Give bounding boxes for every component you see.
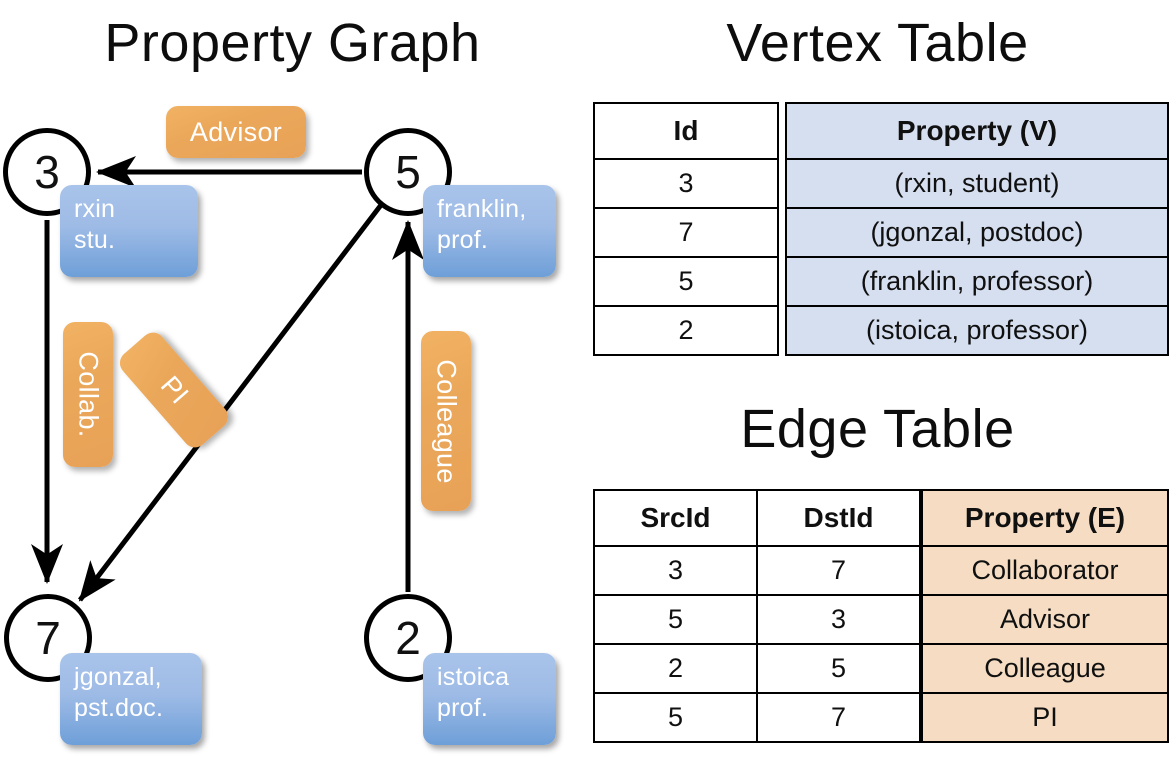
cell-dstid: 7 xyxy=(756,545,921,596)
edge-label-collab: Collab. xyxy=(63,322,113,467)
cell-dstid: 7 xyxy=(756,692,921,743)
vertex-table-id-column: Id 3 7 5 2 xyxy=(593,102,779,356)
table-row: 2 5 xyxy=(593,643,921,694)
table-header-row: Id xyxy=(593,102,779,160)
table-row: (istoica, professor) xyxy=(785,305,1169,356)
cell-id: 7 xyxy=(593,207,779,258)
vertex-property-line1: jgonzal, xyxy=(74,663,162,691)
column-header-id: Id xyxy=(593,102,779,160)
table-row: Colleague xyxy=(921,643,1169,694)
vertex-property-line2: prof. xyxy=(437,694,489,722)
vertex-property-line1: franklin, xyxy=(437,195,527,223)
edge-line-pi xyxy=(78,203,383,602)
page-title-edge-table: Edge Table xyxy=(740,399,1015,459)
table-row: (rxin, student) xyxy=(785,158,1169,209)
edge-table-property-column: Property (E) Collaborator Advisor Collea… xyxy=(921,489,1169,743)
edge-table-id-columns: SrcId DstId 3 7 5 3 2 5 5 7 xyxy=(593,489,921,743)
cell-srcid: 2 xyxy=(593,643,758,694)
cell-property: Colleague xyxy=(921,643,1169,694)
table-row: (franklin, professor) xyxy=(785,256,1169,307)
edge-label-pi-text: PI xyxy=(154,369,195,410)
edge-label-advisor: Advisor xyxy=(166,106,306,158)
graph-node-2[interactable]: 2 xyxy=(364,594,452,682)
table-row: 5 7 xyxy=(593,692,921,743)
table-row: 2 xyxy=(593,305,779,356)
vertex-property-bubble-7: jgonzal, pst.doc. xyxy=(60,653,202,745)
cell-srcid: 5 xyxy=(593,594,758,645)
page-title-vertex-table: Vertex Table xyxy=(726,13,1029,73)
cell-property: (rxin, student) xyxy=(785,158,1169,209)
vertex-property-line2: pst.doc. xyxy=(74,694,164,722)
edge-label-colleague: Colleague xyxy=(421,331,471,511)
table-row: 5 xyxy=(593,256,779,307)
cell-property: Advisor xyxy=(921,594,1169,645)
vertex-property-bubble-2: istoica prof. xyxy=(423,653,556,745)
table-row: 7 xyxy=(593,207,779,258)
cell-id: 3 xyxy=(593,158,779,209)
table-header-row: Property (V) xyxy=(785,102,1169,160)
vertex-table-property-column: Property (V) (rxin, student) (jgonzal, p… xyxy=(785,102,1169,356)
column-header-property-v: Property (V) xyxy=(785,102,1169,160)
graph-edges-svg xyxy=(31,156,424,602)
cell-id: 2 xyxy=(593,305,779,356)
edge-label-colleague-text: Colleague xyxy=(431,358,462,484)
cell-srcid: 5 xyxy=(593,692,758,743)
cell-dstid: 5 xyxy=(756,643,921,694)
cell-property: Collaborator xyxy=(921,545,1169,596)
edge-label-advisor-text: Advisor xyxy=(189,116,283,147)
table-row: (jgonzal, postdoc) xyxy=(785,207,1169,258)
vertex-property-bubble-3: rxin stu. xyxy=(60,185,198,277)
table-row: PI xyxy=(921,692,1169,743)
vertex-property-line2: prof. xyxy=(437,226,489,254)
column-header-property-e: Property (E) xyxy=(921,489,1169,547)
table-row: 3 xyxy=(593,158,779,209)
cell-id: 5 xyxy=(593,256,779,307)
table-row: Collaborator xyxy=(921,545,1169,596)
cell-srcid: 3 xyxy=(593,545,758,596)
vertex-property-line2: stu. xyxy=(74,226,116,254)
vertex-property-line1: rxin xyxy=(74,195,116,223)
cell-property: (franklin, professor) xyxy=(785,256,1169,307)
graph-node-5[interactable]: 5 xyxy=(364,128,452,216)
column-header-dstid: DstId xyxy=(756,489,921,547)
table-row: 3 7 xyxy=(593,545,921,596)
vertex-property-line1: istoica xyxy=(437,663,510,691)
table-header-row: Property (E) xyxy=(921,489,1169,547)
cell-property: (istoica, professor) xyxy=(785,305,1169,356)
table-row: 5 3 xyxy=(593,594,921,645)
edge-label-collab-text: Collab. xyxy=(73,351,104,438)
cell-property: (jgonzal, postdoc) xyxy=(785,207,1169,258)
table-row: Advisor xyxy=(921,594,1169,645)
cell-property: PI xyxy=(921,692,1169,743)
cell-dstid: 3 xyxy=(756,594,921,645)
page-title-property-graph: Property Graph xyxy=(104,13,481,73)
column-header-srcid: SrcId xyxy=(593,489,758,547)
vertex-property-bubble-5: franklin, prof. xyxy=(423,185,556,277)
table-header-row: SrcId DstId xyxy=(593,489,921,547)
